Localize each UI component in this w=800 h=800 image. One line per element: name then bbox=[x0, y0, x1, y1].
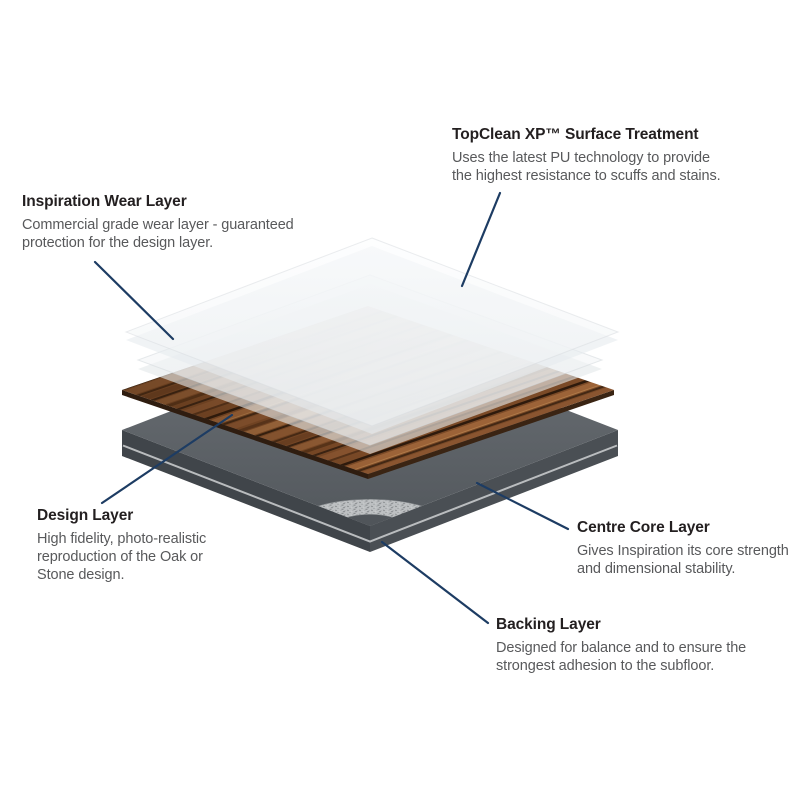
leader-line-topclean bbox=[460, 191, 502, 288]
leader-line-core bbox=[475, 481, 570, 531]
leader-line-design bbox=[100, 413, 234, 505]
leader-line-backing bbox=[380, 540, 490, 625]
leader-lines bbox=[93, 191, 570, 625]
surface-treatment-sheet bbox=[124, 237, 620, 434]
leader-line-wear bbox=[93, 260, 175, 341]
